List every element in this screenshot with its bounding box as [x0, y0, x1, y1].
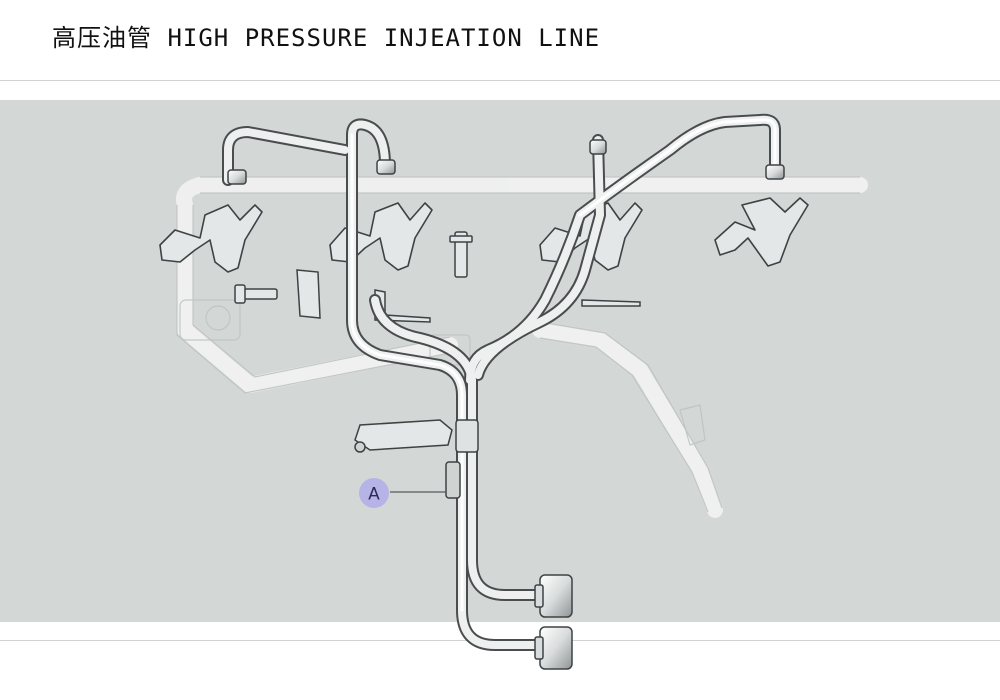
callout-a-circle — [359, 478, 389, 508]
ghost-engine-parts — [176, 177, 868, 518]
injection-pipes-highlight — [350, 118, 777, 612]
ghost-engine-outline — [176, 176, 860, 513]
injector-clamps — [159, 197, 809, 273]
callout-a-label: A — [368, 485, 380, 505]
title-divider — [0, 80, 1000, 81]
pipe-end-fittings — [227, 139, 785, 670]
injection-pipes-body — [224, 115, 779, 649]
page-title: 高压油管 HIGH PRESSURE INJEATION LINE — [52, 24, 601, 52]
loose-parts — [234, 231, 641, 453]
callout-a: A — [359, 478, 446, 508]
injection-pipes-outline — [222, 113, 781, 651]
